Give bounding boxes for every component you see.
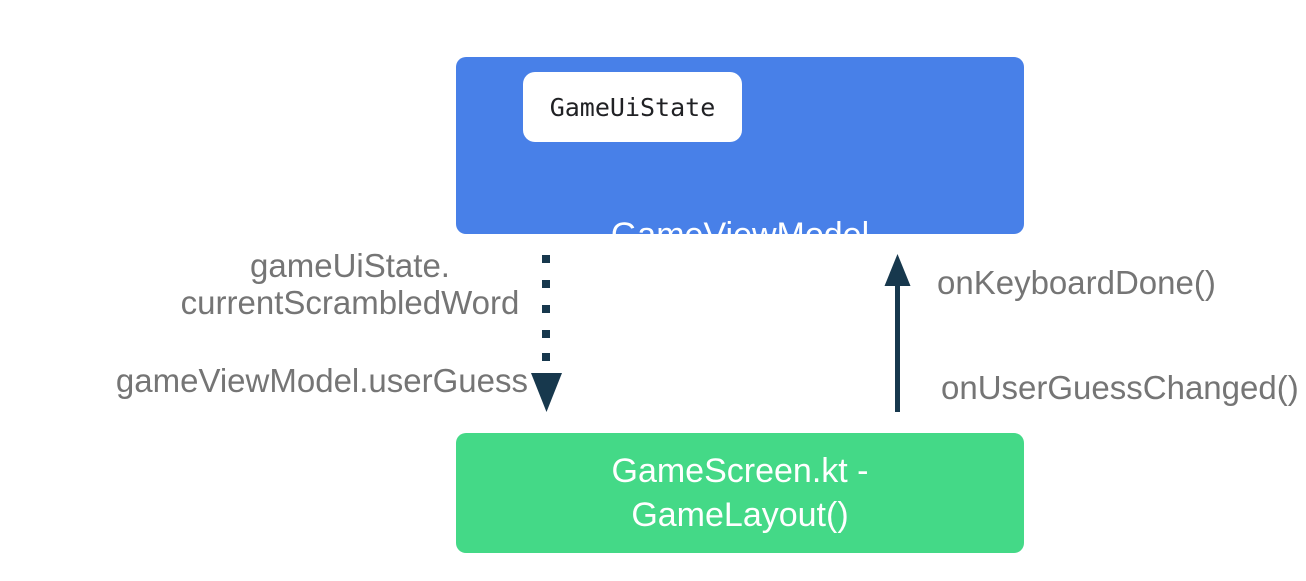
screen-box: GameScreen.kt - GameLayout() bbox=[456, 433, 1024, 553]
on-keyboard-done-label: onKeyboardDone() bbox=[937, 264, 1216, 301]
viewmodel-title: GameViewModel bbox=[610, 216, 870, 254]
gameuistate-badge: GameUiState bbox=[523, 72, 742, 142]
solid-up-arrow-icon bbox=[884, 254, 911, 412]
dotted-down-arrow-icon bbox=[531, 255, 562, 412]
on-user-guess-changed-label: onUserGuessChanged() bbox=[941, 369, 1299, 406]
state-flow-label-line2: currentScrambledWord bbox=[180, 284, 520, 321]
screen-title-line1: GameScreen.kt - bbox=[611, 452, 869, 490]
user-guess-label: gameViewModel.userGuess bbox=[115, 362, 528, 399]
state-flow-label: gameUiState. currentScrambledWord bbox=[140, 247, 560, 321]
screen-title-line2: GameLayout() bbox=[631, 496, 849, 534]
state-flow-label-line1: gameUiState. bbox=[250, 247, 450, 284]
gameuistate-badge-label: GameUiState bbox=[549, 92, 716, 122]
viewmodel-box: GameUiState GameViewModel bbox=[456, 57, 1024, 254]
